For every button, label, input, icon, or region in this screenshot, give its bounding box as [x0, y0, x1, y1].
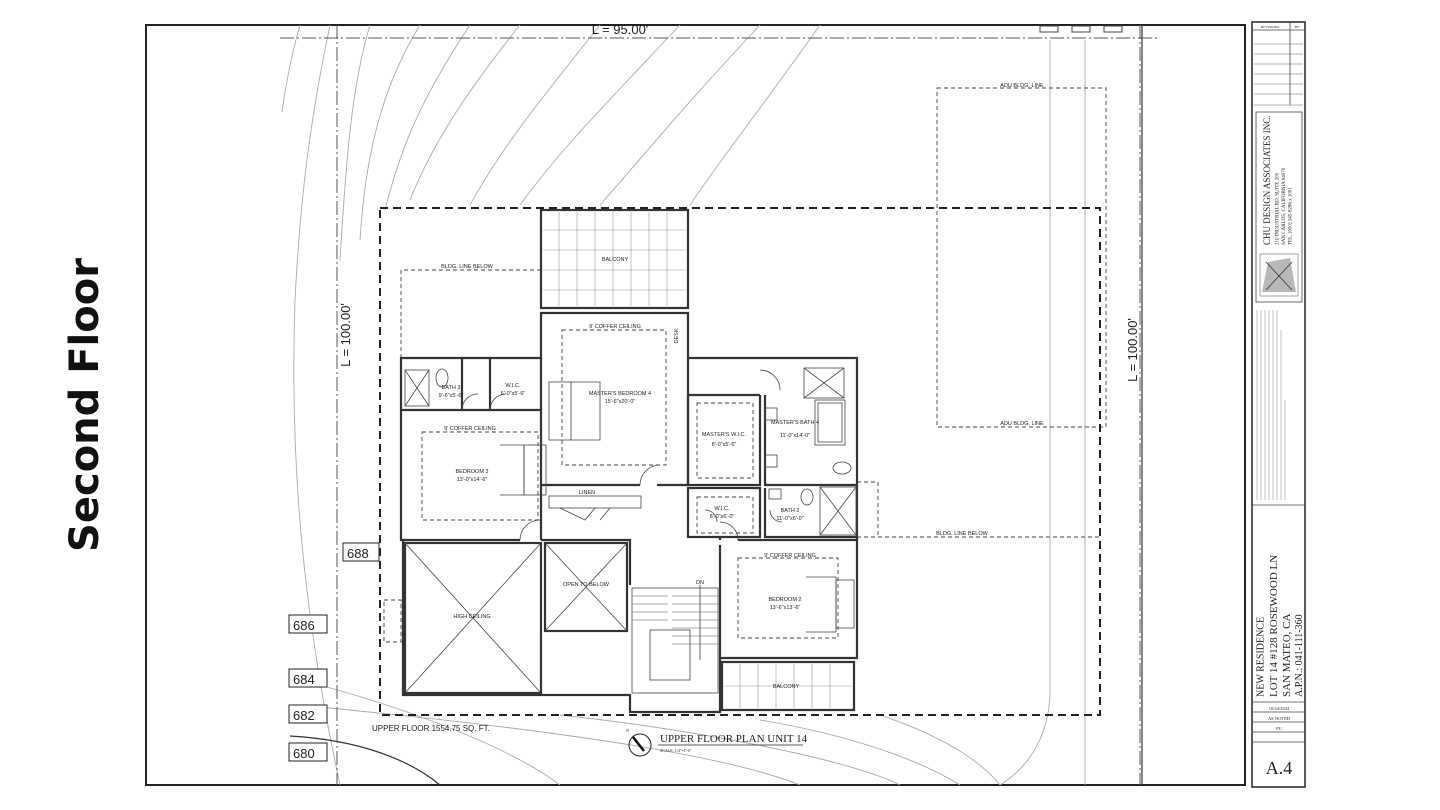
top-property-length: L = 95.00'	[592, 22, 649, 37]
drawing-scale: AS NOTED	[1268, 716, 1291, 721]
stairs-dn-label: DN	[696, 580, 704, 586]
grade-684: 684	[293, 672, 315, 687]
company-address2: SAN CARLOS, CALIFORNIA 94070	[1282, 167, 1287, 245]
bedroom3-coffer-ceiling	[421, 431, 539, 521]
adu-line-label-bottom: ADU BLDG. LINE	[1000, 421, 1044, 427]
coffer-master-label: 9' COFFER CEILING	[589, 324, 641, 330]
bath2-label: BATH 2	[781, 508, 800, 514]
master-wic-dim: 8'-0"x5'-6"	[712, 442, 737, 448]
grade-markers: 688 686 684 682 680	[288, 542, 380, 762]
room-labels: 9' COFFER CEILING DESK MASTER'S BEDROOM …	[439, 324, 819, 690]
balcony-bottom-label: BALCONY	[773, 684, 800, 690]
coffer-bed2-label: 9' COFFER CEILING	[764, 553, 816, 559]
wic3-dim: 6'-0"x5'-6"	[501, 391, 526, 397]
bedroom3-dim: 13'-0"x14'-6"	[457, 477, 488, 483]
building-line-below-label-2: BLDG. LINE BELOW	[936, 531, 988, 537]
bedroom3-label: BEDROOM 3	[455, 469, 488, 475]
sheet-number: A.4	[1266, 758, 1293, 778]
master-wic-label: MASTER'S W.I.C.	[702, 432, 747, 438]
stairs	[631, 585, 719, 694]
high-ceiling-label: HIGH CEILING	[453, 614, 490, 620]
grade-680: 680	[293, 746, 315, 761]
sheet-border	[145, 24, 1246, 786]
balcony-top	[539, 208, 690, 310]
project-city: SAN MATEO, CA	[1281, 614, 1293, 697]
bedroom2-coffer-ceiling	[737, 557, 839, 639]
desk-label: DESK	[674, 328, 680, 343]
balcony-top-label: BALCONY	[602, 257, 629, 263]
bath3-dim: 9'-6"x5'-6"	[439, 393, 464, 399]
open-below-label: OPEN TO BELOW	[563, 582, 610, 588]
right-property-length: L = 100.00'	[1125, 318, 1140, 382]
master-bedroom-label: MASTER'S BEDROOM 4	[589, 391, 651, 397]
grade-682: 682	[293, 708, 315, 723]
building-line-below-left	[400, 269, 541, 358]
company-name: CHU DESIGN ASSOCIATES INC.	[1262, 115, 1272, 245]
legal-note-text	[1256, 310, 1286, 500]
company-address1: 210 INDUSTRIAL RD. SUITE 205	[1276, 172, 1281, 245]
company-phone: TEL. (650) 345-9286 x 1001	[1289, 187, 1294, 245]
bath2-dim: 11'-0"x6'-0"	[776, 516, 803, 522]
master-bedroom-dim: 15'-6"x20'-0"	[605, 399, 636, 405]
open-to-below-area	[543, 541, 629, 633]
north-arrow-icon: N	[626, 728, 652, 757]
fixtures	[404, 367, 857, 633]
by-header: BY	[1295, 25, 1300, 29]
adu-line-label-top: ADU BLDG. LINE	[1000, 83, 1044, 89]
left-property-length: L = 100.00'	[338, 303, 353, 367]
wic2-label: W.I.C.	[715, 506, 730, 512]
project-apn: A.P.N.: 041-111-360	[1294, 614, 1305, 697]
project-address: LOT 14 #128 ROSEWOOD LN	[1268, 555, 1280, 697]
wic2-dim: 8'-0"x6'-0"	[710, 514, 735, 520]
grade-686: 686	[293, 618, 315, 633]
coffer-bed3-label: 9' COFFER CEILING	[444, 426, 496, 432]
plan-title: UPPER FLOOR PLAN UNIT 14	[660, 733, 808, 745]
bedroom2-dim: 13'-6"x13'-6"	[770, 605, 801, 611]
linen-label: LINEN	[579, 490, 595, 496]
north-label: N	[626, 728, 629, 733]
property-lines	[280, 25, 1160, 785]
adu-building-line	[936, 87, 1107, 428]
wic3-label: W.I.C.	[506, 383, 521, 389]
building-line-below-label-1: BLDG. LINE BELOW	[441, 264, 493, 270]
title-block: REVISIONS BY CHU DESIGN ASSOCIATES INC. …	[1251, 21, 1306, 788]
project-type: NEW RESIDENCE	[1256, 617, 1267, 697]
topography-contours	[281, 24, 1086, 786]
revisions-header: REVISIONS	[1261, 25, 1279, 29]
balcony-bottom	[720, 660, 856, 712]
high-ceiling-area	[403, 541, 543, 695]
plan-scale: SCALE: 1/4"=1'-0"	[660, 748, 692, 753]
area-note: UPPER FLOOR 1554.75 SQ. FT.	[372, 724, 490, 733]
master-coffer-ceiling	[561, 329, 667, 466]
building-envelope	[379, 207, 1101, 716]
master-bath-dim: 11'-0"x14'-0"	[780, 433, 810, 439]
drawn-by: PU	[1276, 726, 1283, 731]
grade-688: 688	[347, 546, 369, 561]
bedroom2-label: BEDROOM 2	[768, 597, 801, 603]
walls	[399, 311, 859, 714]
company-logo	[1259, 253, 1299, 297]
drawing-date: 10/24/2024	[1269, 706, 1290, 711]
bath3-label: BATH 3	[442, 385, 461, 391]
master-bath-label: MASTER'S BATH 4	[771, 420, 819, 426]
